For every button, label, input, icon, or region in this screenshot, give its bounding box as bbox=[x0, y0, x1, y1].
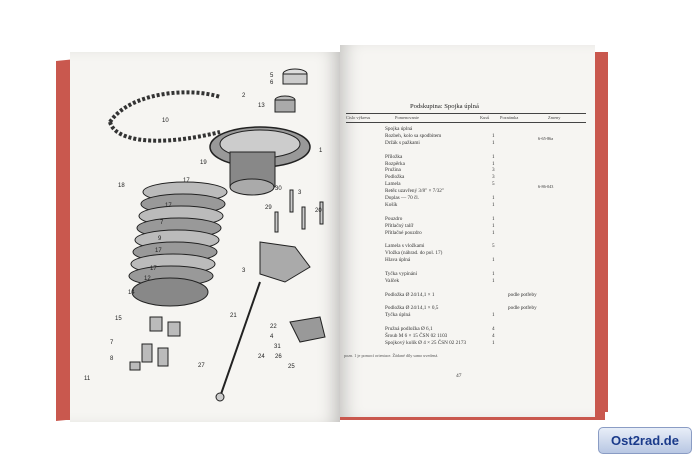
part-row-name: Rozbeh, kolo sa spodbitem bbox=[385, 132, 442, 139]
part-row-name: Podložka bbox=[385, 174, 405, 181]
part-row-qty: 1 bbox=[492, 270, 495, 277]
part-row-name: Pružina bbox=[385, 167, 401, 174]
part-row-name: Pouzdro bbox=[385, 215, 403, 222]
part-row-name: Pružná podložka Ø 6,1 bbox=[385, 326, 433, 333]
part-row-name: Podložka Ø 24/14,1 × 1 bbox=[385, 291, 435, 298]
part-row-qty: 4 bbox=[492, 333, 495, 339]
right-page: Podskupina: Spojka úplná Cislo výkresu P… bbox=[340, 45, 595, 417]
part-row-qty: 1 bbox=[492, 229, 495, 236]
part-row-name: Šroub M 6 × 15 ČSN 02 1103 bbox=[385, 333, 448, 339]
label-8: 8 bbox=[110, 356, 114, 362]
label-26: 26 bbox=[275, 354, 282, 360]
part-row-name: Lamela bbox=[385, 181, 401, 188]
part-row-qty: 1 bbox=[492, 153, 495, 160]
label-17c: 17 bbox=[155, 248, 162, 254]
label-4: 4 bbox=[270, 334, 274, 340]
part-row-qty: 3 bbox=[492, 174, 495, 181]
label-17b: 17 bbox=[165, 203, 172, 209]
label-5: 5 bbox=[270, 73, 274, 79]
part-row-qty: 1 bbox=[492, 312, 495, 319]
label-19: 19 bbox=[200, 160, 207, 166]
part-row-qty: 1 bbox=[492, 139, 495, 146]
label-7a: 7 bbox=[160, 220, 164, 226]
part-row-note: podle potřeby bbox=[508, 305, 537, 312]
part-row-name: Vložka (náhrad. do pol. 17) bbox=[385, 250, 443, 257]
label-14: 14 bbox=[128, 290, 135, 296]
label-25: 25 bbox=[288, 364, 295, 370]
part-row-qty: 1 bbox=[492, 215, 495, 222]
part-row-name: Rozpěrka bbox=[385, 160, 405, 167]
part-row-qty: 1 bbox=[492, 339, 495, 346]
part-row-qty: 1 bbox=[492, 160, 495, 167]
label-13: 13 bbox=[258, 103, 265, 109]
part-row-qty: 1 bbox=[492, 201, 495, 208]
part-row-name: Tyčka úplná bbox=[385, 312, 411, 319]
subgroup-title: Podskupina: Spojka úplná bbox=[410, 103, 479, 110]
part-row-qty: 1 bbox=[492, 257, 495, 264]
part-row-qty: 1 bbox=[492, 222, 495, 229]
part-row-name: Tyčka vypínání bbox=[385, 270, 418, 277]
label-6: 6 bbox=[270, 80, 274, 86]
part-row-name: Košík bbox=[385, 201, 398, 208]
label-3a: 3 bbox=[298, 190, 302, 196]
label-31: 31 bbox=[274, 344, 281, 350]
column-header-note: Poznámka bbox=[500, 115, 519, 120]
column-header-name: Pomenovanie bbox=[395, 115, 419, 120]
label-30: 30 bbox=[275, 186, 282, 192]
label-17d: 17 bbox=[150, 266, 157, 272]
part-row-qty: 1 bbox=[492, 195, 495, 201]
part-row-name: Lamela s vložkami bbox=[385, 243, 425, 250]
label-21: 21 bbox=[230, 313, 237, 319]
part-row-name: Doplas — 70 čl. bbox=[385, 195, 420, 201]
part-row-qty: 3 bbox=[492, 167, 495, 174]
label-11: 11 bbox=[84, 376, 91, 382]
label-15: 15 bbox=[115, 316, 122, 322]
diagram-labels: 5 6 2 13 10 19 1 18 17 30 3 29 20 17 7 9… bbox=[84, 73, 323, 382]
label-9: 9 bbox=[158, 236, 162, 242]
header-rule-top bbox=[346, 113, 586, 114]
label-27: 27 bbox=[198, 363, 205, 369]
label-22: 22 bbox=[270, 324, 277, 330]
column-header-drawing-no: Cislo výkresu bbox=[346, 115, 371, 120]
part-row-qty: 5 bbox=[492, 243, 495, 250]
label-1: 1 bbox=[319, 148, 323, 154]
label-2: 2 bbox=[242, 93, 246, 99]
logo-text: Ost2rad.de bbox=[611, 433, 679, 448]
label-29: 29 bbox=[265, 205, 272, 211]
label-10: 10 bbox=[162, 118, 169, 124]
page-number: 47 bbox=[456, 373, 462, 379]
part-row-qty: 1 bbox=[492, 277, 495, 284]
part-row-note: podle potřeby bbox=[508, 291, 537, 298]
label-18: 18 bbox=[118, 183, 125, 189]
label-12: 12 bbox=[144, 276, 151, 282]
label-17a: 17 bbox=[183, 178, 190, 184]
part-row-name: Přítlačný talíř bbox=[385, 222, 414, 229]
part-row-name: Spojkový kolík Ø 4 × 25 ČSN 02 2173 bbox=[385, 339, 467, 346]
column-header-qty: Kusů bbox=[480, 115, 490, 120]
column-header-changes: Zmeny bbox=[548, 115, 561, 120]
part-row-qty: 4 bbox=[492, 326, 495, 333]
footnote: pozn. 1 je pomocí orientace. Žádané díly… bbox=[344, 353, 439, 358]
part-row-qty: 1 bbox=[492, 132, 495, 139]
label-20: 20 bbox=[315, 208, 322, 214]
label-24: 24 bbox=[258, 354, 265, 360]
ost2rad-logo: Ost2rad.de bbox=[598, 427, 692, 454]
part-row-qty: 5 bbox=[492, 181, 495, 188]
side-note-1: 6-65-86a bbox=[538, 136, 554, 141]
clutch-exploded-diagram: 5 6 2 13 10 19 1 18 17 30 3 29 20 17 7 9… bbox=[84, 68, 326, 402]
part-row-name: Valček bbox=[385, 277, 400, 284]
label-7b: 7 bbox=[110, 340, 114, 346]
part-row-name: Spojka úplná bbox=[385, 126, 413, 132]
header-rule-bottom bbox=[346, 122, 586, 123]
label-3b: 3 bbox=[242, 268, 246, 274]
part-row-name: Podložka Ø 24/14,1 × 0,5 bbox=[385, 305, 439, 312]
side-note-2: 6-86-043 bbox=[538, 184, 554, 189]
left-page: 5 6 2 13 10 19 1 18 17 30 3 29 20 17 7 9… bbox=[70, 52, 340, 422]
part-row-name: Přítlačné pouzdro bbox=[385, 229, 422, 236]
part-row-name: Držák s pažkami bbox=[385, 139, 420, 146]
part-row-name: Retěz uzavřený 3/8" × 7/32" bbox=[385, 188, 445, 195]
part-row-name: Hlava úplná bbox=[385, 257, 411, 264]
part-row-name: Příložka bbox=[385, 153, 403, 160]
